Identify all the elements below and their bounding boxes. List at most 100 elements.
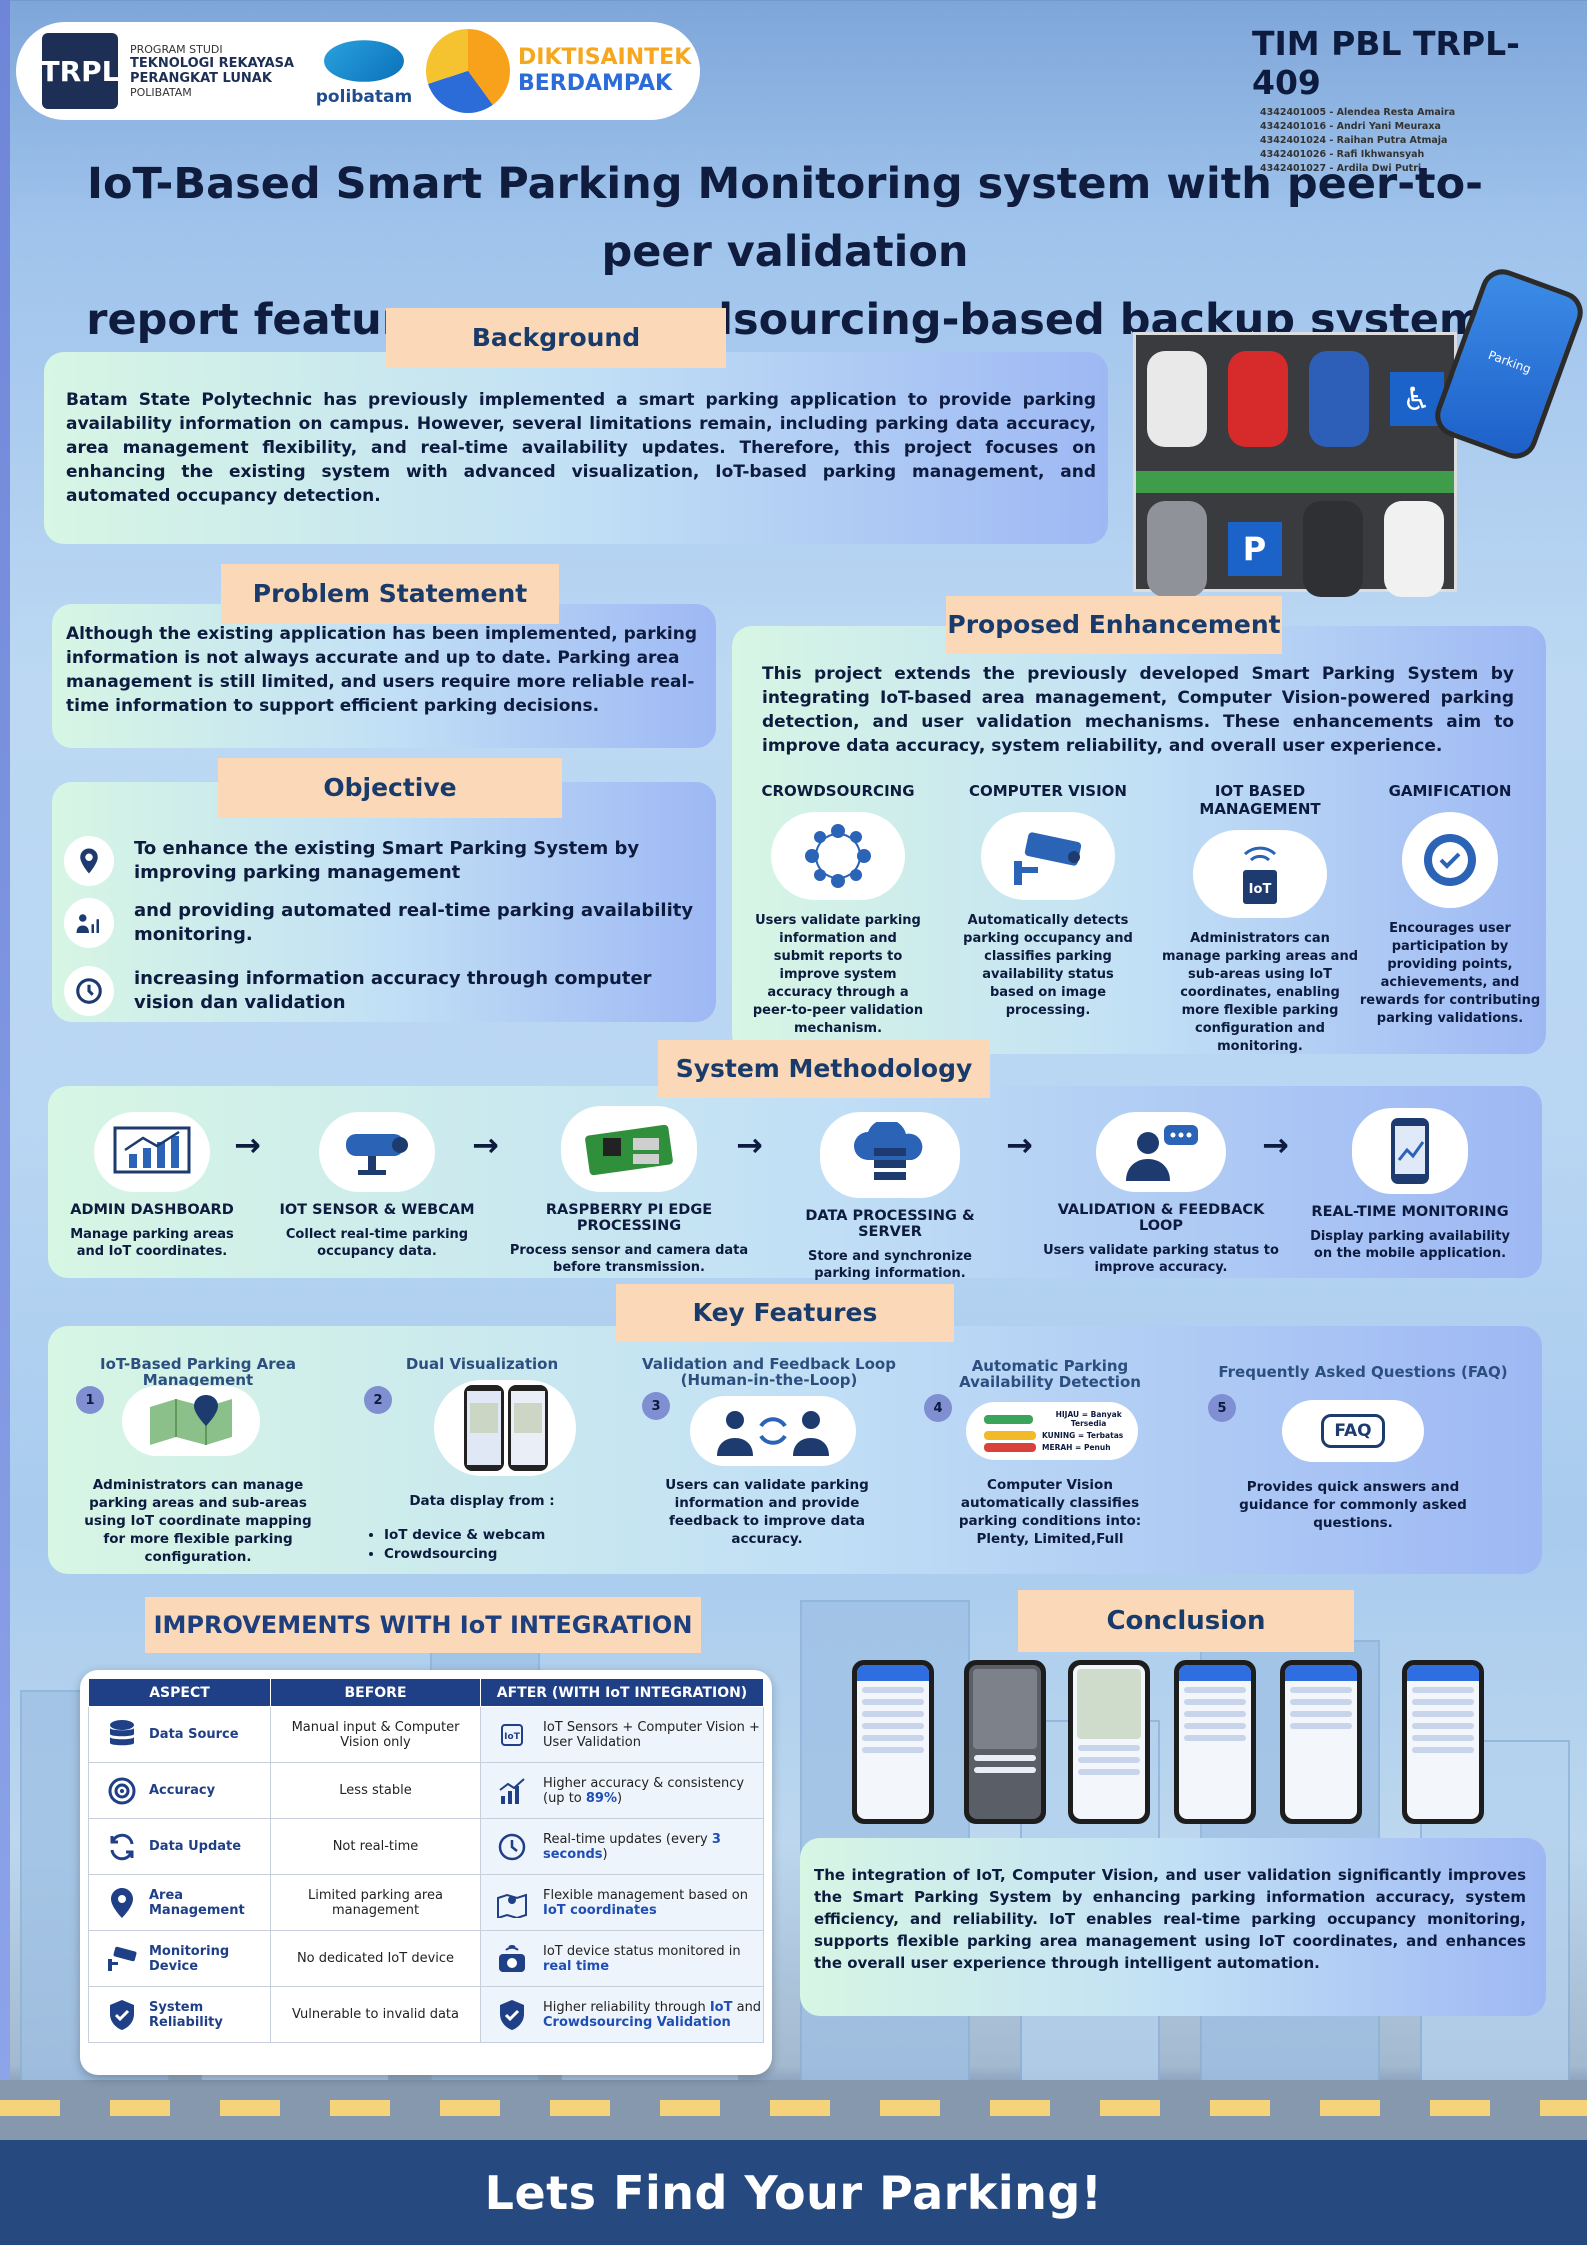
table-row: Monitoring Device No dedicated IoT devic… [88, 1930, 764, 1987]
status-level-green: HIJAU = Banyak Tersedia [984, 1410, 1138, 1428]
feature-number: 5 [1208, 1394, 1236, 1422]
objective-card [52, 782, 716, 1022]
method-step-title: REAL-TIME MONITORING [1311, 1204, 1509, 1220]
aspect-label: Monitoring Device [149, 1943, 230, 1974]
enhancement-desc: Automatically detects parking occupancy … [963, 913, 1133, 1018]
arrow-icon: → [1262, 1126, 1289, 1164]
iot-chip-icon: IoT [1193, 830, 1327, 918]
table-row: Accuracy Less stable Higher accuracy & c… [88, 1762, 764, 1819]
after-text: Real-time updates (every [543, 1831, 712, 1847]
method-step-desc: Manage parking areas and IoT coordinates… [70, 1227, 234, 1259]
feature-desc: Users can validate parking information a… [665, 1477, 869, 1547]
after-highlight: 89% [585, 1790, 618, 1806]
background-card: Batam State Polytechnic has previously i… [44, 352, 1108, 544]
security-camera-icon [319, 1112, 435, 1192]
after-highlight: Crowdsourcing Validation [543, 2014, 731, 2030]
after-text: IoT device status monitored in [543, 1943, 741, 1959]
location-pin-icon [105, 1886, 139, 1920]
after-cell: Flexible management based on IoT coordin… [543, 1888, 763, 1918]
after-highlight: real time [543, 1958, 610, 1974]
after-text-end: ) [602, 1846, 608, 1862]
method-step-title: ADMIN DASHBOARD [70, 1202, 234, 1218]
after-text-mid: and [732, 1999, 762, 2015]
objective-item: and providing automated real-time parkin… [64, 898, 714, 948]
feature-item: Dual Visualization 2 Data display from :… [344, 1356, 620, 1568]
table-row: Data Source Manual input & Computer Visi… [88, 1706, 764, 1763]
method-step-desc: Store and synchronize parking informatio… [808, 1249, 972, 1281]
feature-bullet: IoT device & webcam [384, 1526, 545, 1545]
enhancement-item-iot-management: IOT BASED MANAGEMENT IoT Administrators … [1160, 782, 1360, 1056]
feature-bullet: Crowdsourcing [384, 1545, 545, 1564]
car [1146, 501, 1207, 597]
raspberry-pi-icon [561, 1106, 697, 1192]
phone-app-label: Parking [1486, 347, 1533, 377]
trend-up-icon [495, 1774, 529, 1808]
users-sync-icon [690, 1396, 856, 1466]
team-member-list: 4342401005 - Alendea Resta Amaira 434240… [1252, 106, 1572, 176]
improvements-table: ASPECT BEFORE AFTER (WITH IoT INTEGRATIO… [88, 1678, 764, 2043]
feature-item: IoT-Based Parking Area Management 1 Admi… [58, 1356, 338, 1568]
after-text: Higher accuracy & consistency (up to [543, 1775, 745, 1806]
enhancement-item-gamification: GAMIFICATION Encourages user participati… [1356, 782, 1544, 1028]
objective-item: increasing information accuracy through … [64, 966, 714, 1016]
diktisaintek-wordmark: DIKTISAINTEK BERDAMPAK [518, 45, 691, 97]
team-title: TIM PBL TRPL-409 [1252, 24, 1520, 102]
method-step-desc: Users validate parking status to improve… [1043, 1243, 1279, 1275]
after-cell: Higher accuracy & consistency (up to 89%… [543, 1776, 763, 1806]
conclusion-text: The integration of IoT, Computer Vision,… [814, 1866, 1526, 1972]
method-step: RASPBERRY PI EDGE PROCESSING Process sen… [504, 1106, 754, 1276]
feature-number: 1 [76, 1386, 104, 1414]
feature-bullet-list: IoT device & webcam Crowdsourcing [384, 1526, 545, 1564]
method-step-title: VALIDATION & FEEDBACK LOOP [1057, 1202, 1265, 1234]
app-screenshot [852, 1660, 934, 1824]
program-label: PROGRAM STUDI [130, 43, 223, 56]
before-cell: Limited parking area management [270, 1874, 481, 1931]
database-icon [105, 1718, 139, 1752]
method-step-desc: Display parking availability on the mobi… [1310, 1229, 1510, 1261]
table-row: System Reliability Vulnerable to invalid… [88, 1986, 764, 2043]
poster-title: IoT-Based Smart Parking Monitoring syste… [40, 150, 1530, 354]
table-row: Data Update Not real-time Real-time upda… [88, 1818, 764, 1875]
enhancement-desc: Users validate parking information and s… [752, 913, 924, 1036]
clock-icon [495, 1830, 529, 1864]
parking-row-bottom: P [1136, 495, 1454, 603]
enhancement-title: IOT BASED MANAGEMENT [1199, 782, 1321, 818]
clock-icon [64, 966, 114, 1016]
features-heading: Key Features [616, 1284, 954, 1342]
faq-bubble-icon: FAQ [1282, 1400, 1424, 1462]
feature-number: 4 [924, 1394, 952, 1422]
svg-text:IoT: IoT [504, 1732, 521, 1742]
target-icon [105, 1774, 139, 1808]
team-member: 4342401027 - Ardila Dwi Putri [1260, 163, 1422, 174]
method-step: IOT SENSOR & WEBCAM Collect real-time pa… [272, 1112, 482, 1260]
after-text: Flexible management based on [543, 1887, 748, 1903]
enhancement-title: CROWDSOURCING [761, 782, 915, 800]
method-step-desc: Process sensor and camera data before tr… [509, 1243, 749, 1275]
before-cell: No dedicated IoT device [270, 1930, 481, 1987]
feature-title: Frequently Asked Questions (FAQ) [1218, 1363, 1508, 1381]
aspect-label: Data Update [149, 1839, 242, 1854]
footer-slogan: Lets Find Your Parking! [484, 2165, 1103, 2220]
after-highlight: IoT [709, 1999, 733, 2015]
enhancement-text: This project extends the previously deve… [762, 664, 1514, 756]
problem-card: Although the existing application has be… [52, 604, 716, 748]
feature-desc: Computer Vision automatically classifies… [958, 1477, 1142, 1547]
problem-text: Although the existing application has be… [66, 624, 698, 716]
feature-item: Validation and Feedback Loop (Human-in-t… [632, 1356, 906, 1568]
car [1308, 351, 1369, 447]
after-text: IoT Sensors + Computer Vision + User Val… [543, 1719, 760, 1750]
app-screenshot [1280, 1660, 1362, 1824]
feature-number: 3 [642, 1392, 670, 1420]
program-info: PROGRAM STUDI TEKNOLOGI REKAYASA PERANGK… [130, 43, 302, 99]
enhancement-heading: Proposed Enhancement [946, 596, 1282, 654]
table-header-row: ASPECT BEFORE AFTER (WITH IoT INTEGRATIO… [88, 1678, 764, 1707]
car [1146, 351, 1207, 447]
dikti-line2: BERDAMPAK [518, 71, 673, 96]
phones-icon [434, 1380, 576, 1476]
method-step-title: DATA PROCESSING & SERVER [805, 1208, 975, 1240]
dashboard-chart-icon [94, 1112, 210, 1192]
conclusion-card: The integration of IoT, Computer Vision,… [800, 1838, 1546, 2016]
shield-check-icon [105, 1998, 139, 2032]
background-text: Batam State Polytechnic has previously i… [66, 390, 1096, 506]
method-step-title: IOT SENSOR & WEBCAM [279, 1202, 475, 1218]
